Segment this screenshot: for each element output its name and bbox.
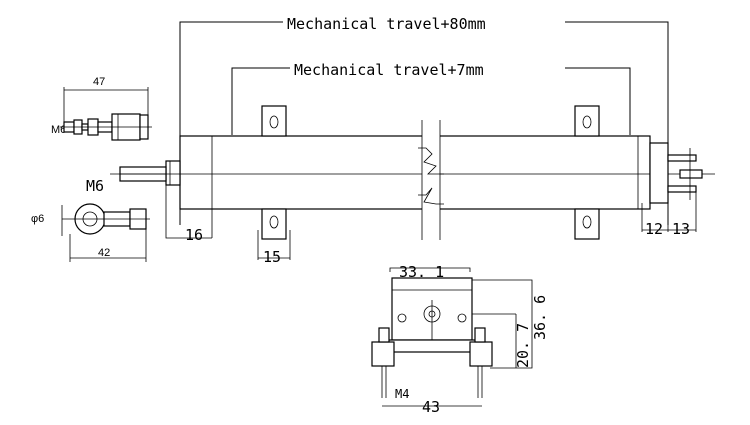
- dimension-12-13: 12 13: [641, 192, 697, 238]
- dim-42-label: 42: [98, 247, 110, 259]
- sensor-body: [110, 135, 715, 210]
- dim-43-label: 43: [422, 398, 440, 416]
- phi6-label: φ6: [31, 213, 44, 225]
- clamp-top-right: [574, 105, 600, 137]
- dim-47-label: 47: [93, 76, 105, 88]
- travel-inner-label: Mechanical travel+7mm: [294, 61, 484, 79]
- dim-36-6-label: 36. 6: [531, 295, 549, 340]
- break-mark: [418, 120, 444, 240]
- clamp-bottom-right: [574, 208, 600, 240]
- dim-13-label: 13: [672, 220, 690, 238]
- clamp-top-left: [261, 105, 287, 137]
- travel-inner-dimension: Mechanical travel+7mm: [231, 61, 631, 135]
- rod-end-eye: φ6 42: [31, 203, 150, 262]
- cross-section-view: 33. 1 36. 6 20. 7 M4 43: [371, 263, 549, 416]
- dim-16-label: 16: [185, 226, 203, 244]
- dim-12-label: 12: [645, 220, 663, 238]
- dim-33-1-label: 33. 1: [399, 263, 444, 281]
- shaft-thread-label: M6: [86, 177, 104, 195]
- dim-15-label: 15: [263, 248, 281, 266]
- dimension-16: 16: [165, 185, 213, 244]
- dim-20-7-label: 20. 7: [514, 323, 532, 368]
- thread-m4-label: M4: [395, 387, 409, 401]
- clamp-bottom-left: [261, 208, 287, 240]
- dimension-15: 15: [257, 230, 291, 266]
- rod-end-accessory: 47 M6: [51, 76, 152, 141]
- travel-outer-label: Mechanical travel+80mm: [287, 15, 486, 33]
